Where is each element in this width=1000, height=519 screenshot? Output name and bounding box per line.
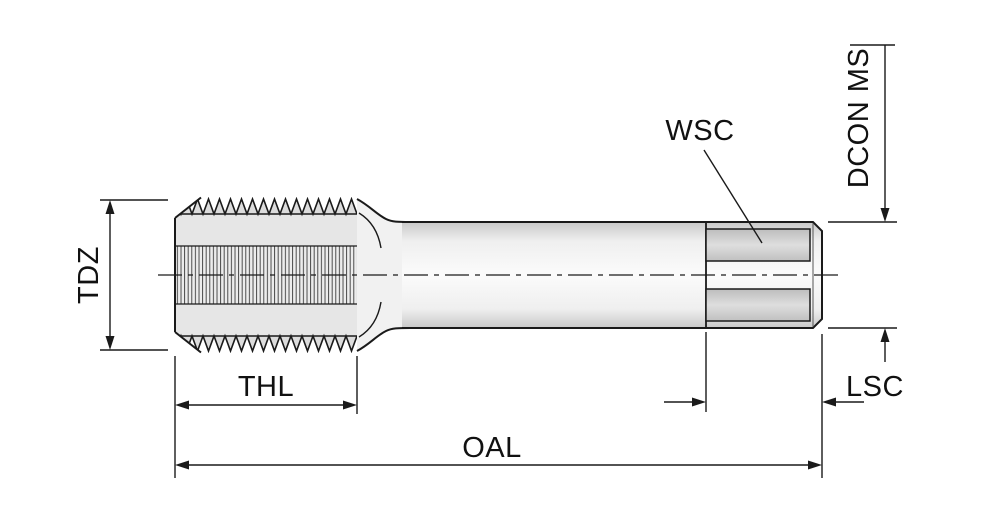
arrowhead-right (343, 400, 357, 410)
neck-outline-top (356, 198, 411, 223)
oal-dimension: OAL (175, 334, 823, 478)
tdz-label: TDZ (73, 246, 105, 304)
thread-runout-arc-top (358, 212, 382, 249)
lead-chamfer-top (174, 196, 202, 219)
arrowhead-up (880, 328, 890, 342)
oal-label: OAL (462, 432, 522, 464)
lsc-dimension: LSC (664, 332, 904, 412)
thl-dimension: THL (174, 356, 358, 478)
arrowhead-left (822, 397, 836, 407)
thread-runout-arc-bottom (358, 301, 382, 338)
wsc-label: WSC (665, 115, 734, 147)
wsc-callout: WSC (665, 115, 763, 244)
leader-line (703, 149, 763, 244)
thread-crest-top (175, 197, 359, 217)
tdz-dimension: TDZ (73, 199, 168, 351)
tap-body (158, 196, 844, 354)
thread-crest-bottom (175, 333, 359, 353)
square-drive (705, 222, 811, 328)
arrowhead-right (692, 397, 706, 407)
thl-label: THL (238, 371, 294, 403)
dcon-dimension: DCON MS (828, 44, 897, 362)
neck-outline-bottom (356, 327, 411, 352)
arrowhead-left (175, 460, 189, 470)
square-flat-top (705, 228, 811, 262)
arrowhead-down (880, 208, 890, 222)
arrowhead-up (105, 200, 115, 214)
lead-chamfer-bottom (174, 331, 202, 354)
arrowhead-down (105, 336, 115, 350)
arrowhead-right (808, 460, 822, 470)
arrowhead-left (175, 400, 189, 410)
dcon-ms-label: DCON MS (843, 48, 875, 188)
lsc-label: LSC (846, 371, 904, 403)
square-flat-bottom (705, 288, 811, 322)
